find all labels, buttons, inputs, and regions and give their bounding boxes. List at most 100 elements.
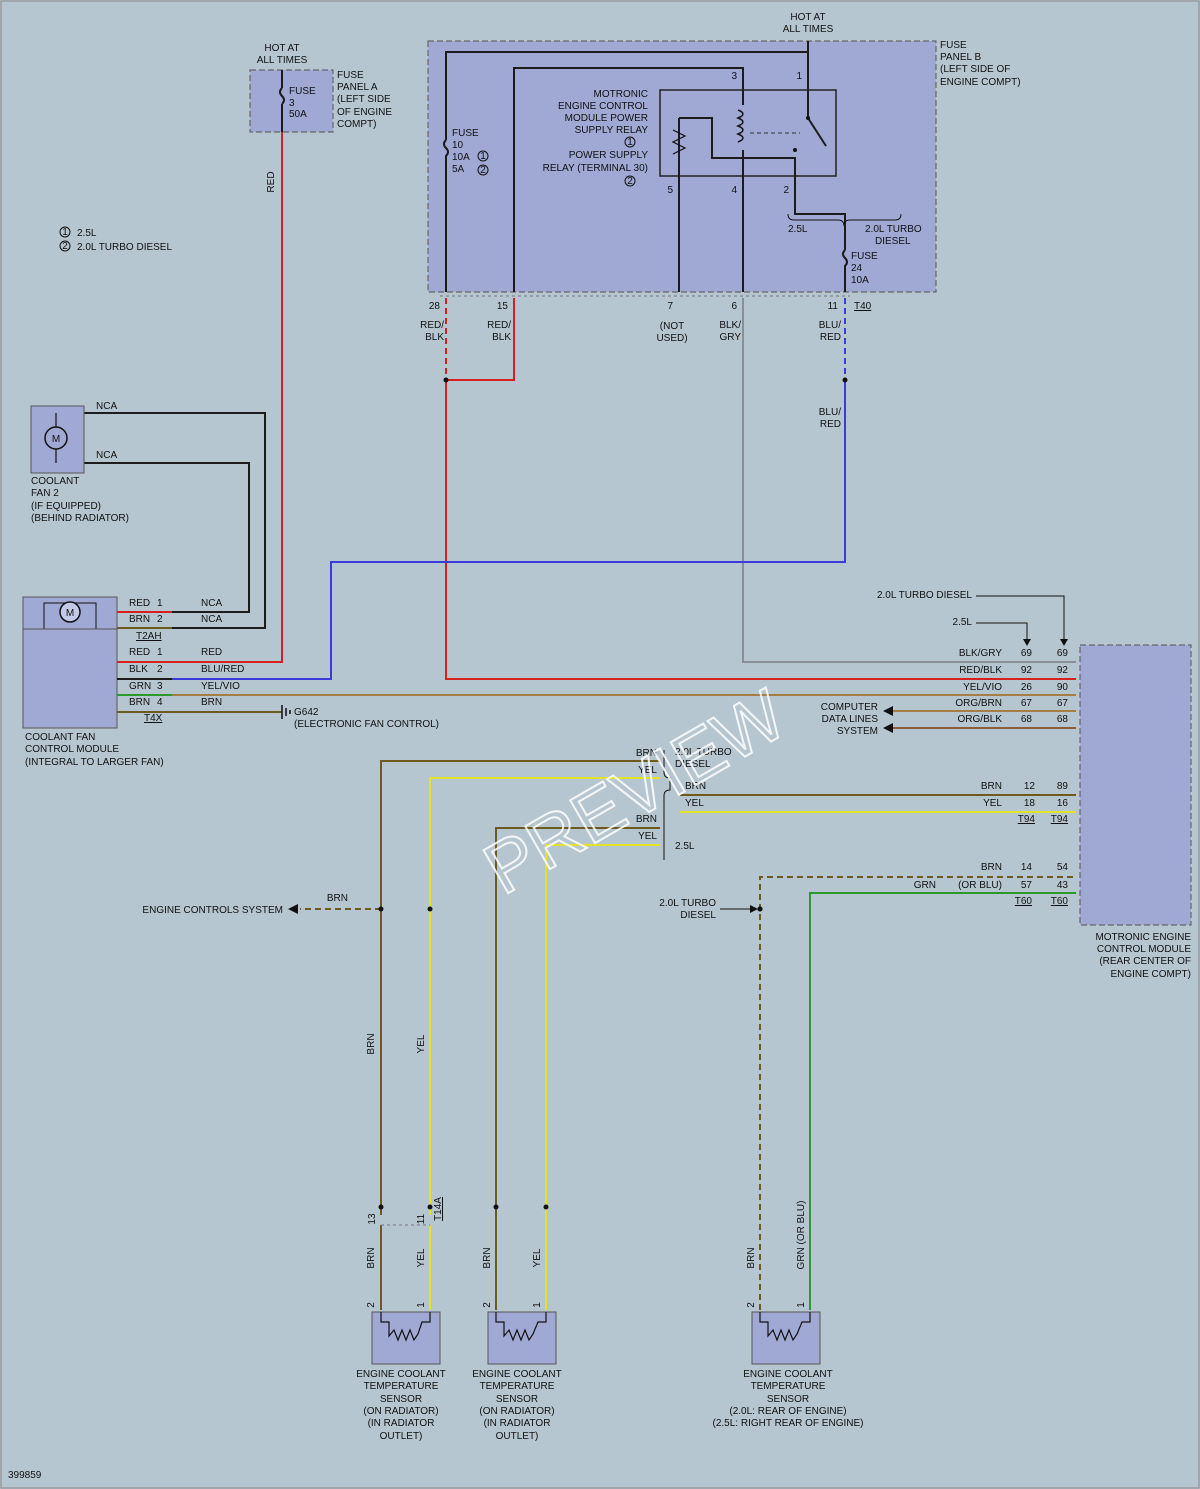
t2ah-color-2: BRN [129, 614, 150, 625]
relay-pin-3: 3 [731, 71, 737, 82]
ecm-pin-b: 43 [1057, 880, 1069, 891]
sensor-2-label: TEMPERATURE [480, 1381, 555, 1392]
ecm-pin-a: 12 [1024, 781, 1036, 792]
wire-label-yel: YEL [416, 1034, 427, 1053]
legend-circle-1 [59, 226, 71, 238]
wire-label-nca: NCA [96, 450, 117, 461]
fuse-24-number: 24 [851, 263, 863, 274]
fuse-panel-a-label: OF ENGINE [337, 107, 392, 118]
wire-yel-sensor2 [545, 844, 660, 1310]
mid-diesel-label: DIESEL [675, 759, 711, 770]
resistor-icon [671, 129, 687, 155]
ecm-pin-b: 89 [1057, 781, 1069, 792]
ecm-pin-a: 92 [1021, 665, 1033, 676]
sensor-3-label: (2.5L: RIGHT REAR OF ENGINE) [713, 1418, 864, 1429]
ecm-wire-label: RED/BLK [959, 665, 1002, 676]
t4x-wire-3: YEL/VIO [201, 681, 240, 692]
sensor-1-box [371, 1311, 441, 1365]
ecm-pin-b: 69 [1057, 648, 1069, 659]
fuse-panel-b: HOT AT ALL TIMES FUSE PANEL B (LEFT SIDE… [427, 12, 1021, 344]
variant-brace [787, 213, 902, 227]
relay-label: SUPPLY RELAY [575, 125, 649, 136]
relay-coil-icon [735, 109, 744, 143]
splice [493, 1204, 499, 1210]
sensor-1-label: ENGINE COOLANT [356, 1369, 445, 1380]
wire-nca-2 [84, 462, 250, 613]
fuse-3-rating: 50A [289, 109, 307, 120]
wire-grn-sensor3 [809, 892, 1076, 1310]
t40-pin-11: 11 [828, 301, 839, 312]
fuse-panel-a-label: (LEFT SIDE [337, 94, 391, 105]
splice-redblk [443, 377, 449, 383]
ecm-wire-label: BLK/GRY [959, 648, 1002, 659]
t14a-label: T14A [433, 1197, 444, 1221]
switch-contact [793, 148, 797, 152]
thermistor-icon [759, 1312, 811, 1342]
ecm-pin-a: 68 [1021, 714, 1033, 725]
ecm-pin-b: 54 [1057, 862, 1069, 873]
sensor3-diesel-label: DIESEL [680, 910, 716, 921]
sensor3-diesel-label: 2.0L TURBO [659, 898, 716, 909]
sensor-pin: 2 [482, 1302, 493, 1308]
fuse-24-icon [842, 249, 848, 292]
ecm-pin-a: 69 [1021, 648, 1033, 659]
fuse-panel-b-label: ENGINE COMPT) [940, 77, 1021, 88]
coolant-fan-2-label: FAN 2 [31, 488, 59, 499]
wire-label-grn: GRN (OR BLU) [796, 1201, 807, 1270]
wire-label-blured: RED [820, 419, 841, 430]
mid-diesel-label: 2.0L TURBO [675, 747, 732, 758]
coolant-fan-2-label: (BEHIND RADIATOR) [31, 513, 129, 524]
ecm-wire-label: YEL [983, 798, 1002, 809]
sensor-3-label: ENGINE COOLANT [743, 1369, 832, 1380]
wire-label-yel: YEL [638, 831, 657, 842]
wire-label-brn: BRN [327, 893, 348, 904]
legend-circle-2 [59, 240, 71, 252]
fuse-panel-a-label: FUSE [337, 70, 364, 81]
arrow-left-icon [883, 723, 893, 733]
wire-label-brn: BRN [366, 1033, 377, 1054]
t4x-wire-2: BLU/RED [201, 664, 244, 675]
sensor-1-label: TEMPERATURE [364, 1381, 439, 1392]
wire-label-red: RED [266, 171, 277, 192]
wire-label-blured: BLU/ [819, 320, 841, 331]
wire-redblk-15 [446, 298, 515, 381]
variant-num-2: 2 [480, 165, 486, 176]
variant-circle-1 [477, 150, 489, 162]
computer-data-label: COMPUTER [821, 702, 878, 713]
t2ah-pin-2: 2 [157, 614, 163, 625]
ecm-wire-label: ORG/BLK [958, 714, 1003, 725]
bus-fuse10 [445, 41, 809, 140]
t40-pin-7: 7 [667, 301, 673, 312]
relay-label: MOTRONIC [594, 89, 648, 100]
relay-variant-num-1: 1 [627, 137, 633, 148]
ecm-label: (REAR CENTER OF [1099, 956, 1191, 967]
wire-label-blkgry: BLK/ [719, 320, 741, 331]
arrow-left-icon [883, 706, 893, 716]
t4x-pin-4: 4 [157, 697, 163, 708]
ecm-wire-alt: (OR BLU) [958, 880, 1002, 891]
ecm-pin-a: 26 [1021, 682, 1033, 693]
ecm-label: ENGINE COMPT) [1110, 969, 1191, 980]
sensor-3-label: (2.0L: REAR OF ENGINE) [729, 1406, 846, 1417]
wire-label-yel: YEL [685, 798, 704, 809]
ecm-wire-label: GRN [914, 880, 936, 891]
motor-symbol: M [66, 608, 74, 619]
t60-label: T60 [1015, 896, 1033, 907]
variant-brace [663, 750, 671, 860]
splice [378, 1204, 384, 1210]
ecm-pin-b: 16 [1057, 798, 1069, 809]
ground-desc: (ELECTRONIC FAN CONTROL) [294, 719, 439, 730]
fuse-10-rating-2: 5A [452, 164, 465, 175]
relay-pin-1: 1 [796, 71, 802, 82]
relay-pin-4: 4 [731, 185, 737, 196]
arrow-left-icon [288, 904, 298, 914]
wire-red-fuse3 [172, 132, 283, 663]
relay-pin-2: 2 [783, 185, 789, 196]
fuse-3-number: 3 [289, 98, 295, 109]
t4x-wire-1: RED [201, 647, 222, 658]
computer-data-label: DATA LINES [822, 714, 879, 725]
ecm-pin-a: 57 [1021, 880, 1033, 891]
relay-label: ENGINE CONTROL [558, 101, 648, 112]
t4x-color-2: BLK [129, 664, 148, 675]
